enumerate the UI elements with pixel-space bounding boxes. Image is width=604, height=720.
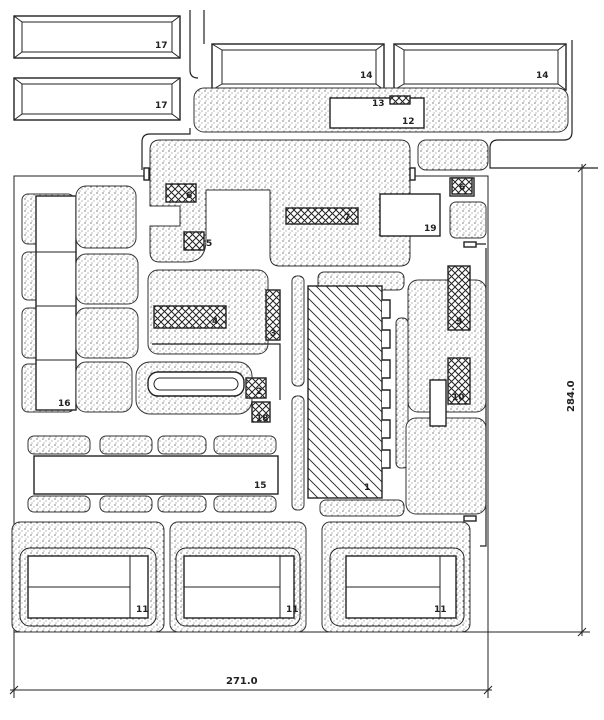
dimension-height-label: 284.0 [566,380,577,412]
label-6-left: 6 [186,191,192,201]
green-bottom-1 [319,499,405,517]
green-strip-1b [291,395,305,511]
green-15-1 [27,435,91,455]
green-right-small [449,201,487,239]
label-4: 4 [212,317,218,327]
building-11-center [169,521,307,633]
label-11-left: 11 [136,605,149,615]
label-18: 18 [256,414,269,424]
dimension-horizontal [9,632,493,698]
building-15 [33,455,279,495]
building-19 [379,193,441,237]
green-15-2 [99,435,153,455]
building-18 [251,401,271,423]
road-link [141,128,191,170]
green-left-8 [75,361,133,413]
label-16: 16 [58,399,71,409]
road-top-right [489,40,598,169]
label-7: 7 [344,213,350,223]
building-11-right [321,521,471,633]
building-14-left [211,43,385,91]
green-right-2 [405,417,487,515]
dimension-width-label: 271.0 [226,676,258,687]
building-2 [245,377,267,399]
building-5 [183,231,205,251]
label-17-top: 17 [155,41,168,51]
green-top-right [417,139,489,171]
building-17-bottom [13,77,181,121]
green-15-3 [157,435,207,455]
building-6-left [165,183,197,203]
building-17-top [13,15,181,59]
label-12: 12 [402,117,415,127]
building-12 [329,97,425,129]
label-6-right: 6 [459,183,465,193]
gate-3 [463,241,477,248]
label-3: 3 [270,329,276,339]
label-11-right: 11 [434,605,447,615]
green-15-4 [213,435,277,455]
label-17-bottom: 17 [155,101,168,111]
building-10 [447,357,471,405]
building-11-left [11,521,165,633]
gate-1 [143,167,150,181]
building-6-right [451,177,473,195]
building-7 [285,207,359,225]
label-14-right: 14 [536,71,549,81]
building-1 [307,285,383,499]
label-13: 13 [372,99,385,109]
building-9 [447,265,471,331]
green-belt-top [149,139,411,267]
label-5: 5 [206,239,212,249]
gate-4 [463,515,477,522]
green-left-6 [75,253,139,305]
building-16 [35,195,77,411]
green-right-1 [407,279,487,413]
label-9: 9 [456,317,462,327]
road-top-left [189,10,199,79]
building-4 [153,305,227,329]
label-14-left: 14 [360,71,373,81]
label-10: 10 [452,393,465,403]
building-3 [265,289,281,341]
gate-2 [409,167,416,181]
road-center [152,343,281,400]
green-left-7 [75,307,139,359]
building-ring [147,371,245,397]
label-11-center: 11 [286,605,299,615]
label-1: 1 [364,483,370,493]
green-left-5 [75,185,137,249]
building-14-right [393,43,567,91]
label-2: 2 [256,387,262,397]
dimension-vertical [488,163,590,637]
label-19: 19 [424,224,437,234]
label-15: 15 [254,481,267,491]
green-strip-1a [291,275,305,387]
building-13 [389,95,411,105]
